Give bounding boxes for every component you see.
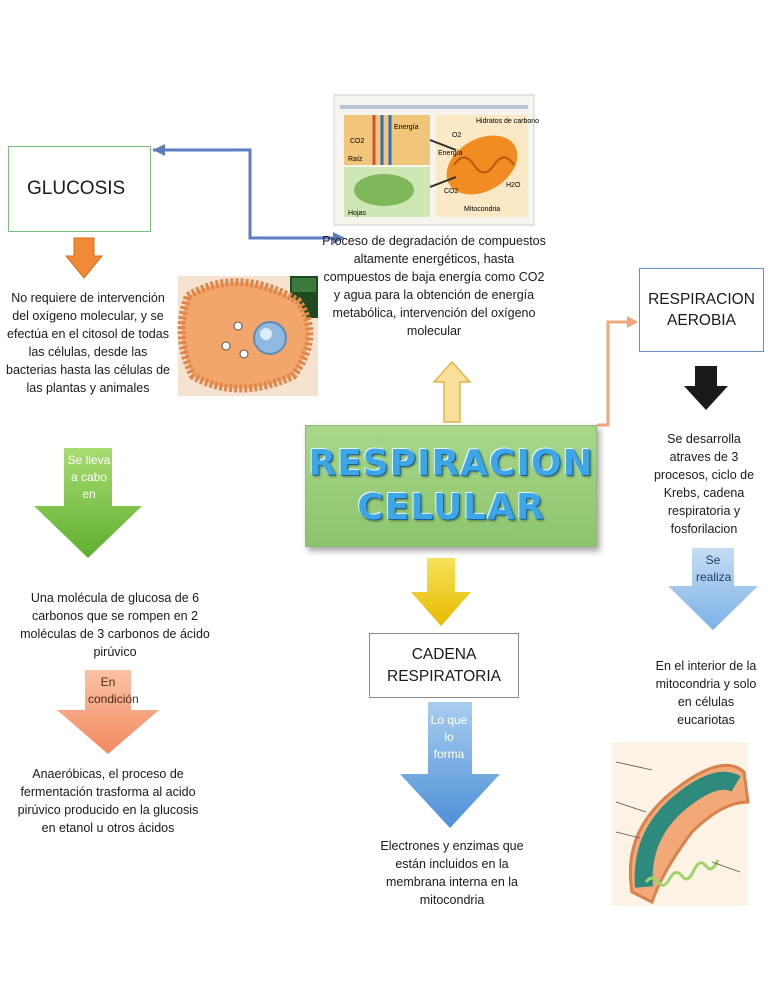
cell-image [177, 276, 318, 396]
plant-respiration-image: Energía Hidratos de carbono O2 CO2 Raíz … [333, 94, 539, 226]
arrow-label-se-realiza: Se realiza [696, 553, 732, 584]
img-label-raiz: Raíz [348, 156, 363, 163]
title-line-1: RESPIRACION [308, 443, 594, 484]
molecula-description: Una molécula de glucosa de 6 carbonos qu… [20, 591, 210, 659]
down-arrow-salmon [57, 670, 159, 754]
img-label-hojas: Hojas [348, 210, 366, 217]
mitochondria-image [612, 742, 750, 906]
down-arrow-blue-right [668, 548, 758, 630]
down-arrow-blue-bottom [400, 702, 500, 828]
img-label-hidratos: Hidratos de carbono [476, 118, 539, 125]
img-label-mitocondria: Mitocondria [464, 206, 500, 213]
respiracion-aerobia-label: RESPIRACION AEROBIA [648, 291, 755, 329]
cadena-respiratoria-box: CADENA RESPIRATORIA [369, 633, 519, 698]
glucosis-box: GLUCOSIS [8, 146, 151, 232]
title-line-2: CELULAR [357, 487, 545, 528]
anaerobicas-description: Anaeróbicas, el proceso de fermentación … [17, 767, 199, 835]
arrow-label-se-lleva: Se lleva a cabo en [67, 453, 111, 501]
down-arrow-orange [64, 237, 104, 279]
glucosis-label: GLUCOSIS [27, 178, 126, 199]
img-label-h2o: H2O [506, 182, 521, 189]
arrow-label-en-condicion: En condición [88, 675, 139, 706]
img-label-energia: Energía [394, 124, 419, 131]
main-title: RESPIRACION CELULAR [305, 425, 597, 547]
arrow-label-lo-que-lo-forma: Lo que lo forma [430, 713, 468, 761]
top-description: Proceso de degradación de compuestos alt… [322, 234, 546, 338]
img-label-co2-2: CO2 [444, 188, 459, 195]
up-arrow-yellow [432, 360, 472, 423]
img-label-energia-2: Energía [438, 150, 463, 157]
down-arrow-green [34, 448, 142, 558]
cadena-label: CADENA RESPIRATORIA [387, 645, 501, 685]
down-arrow-black [684, 366, 728, 410]
connector-center-to-aerobia [597, 320, 636, 427]
aerobia-description: Se desarrolla atraves de 3 procesos, cic… [653, 432, 755, 536]
down-arrow-yellow [411, 558, 471, 626]
glucosis-description: No requiere de intervención del oxígeno … [6, 291, 170, 395]
interior-description: En el interior de la mitocondria y solo … [655, 659, 757, 727]
respiracion-aerobia-box: RESPIRACION AEROBIA [639, 268, 764, 352]
cadena-description: Electrones y enzimas que están incluidos… [380, 839, 524, 907]
img-label-co2: CO2 [350, 138, 365, 145]
img-label-o2: O2 [452, 132, 461, 139]
